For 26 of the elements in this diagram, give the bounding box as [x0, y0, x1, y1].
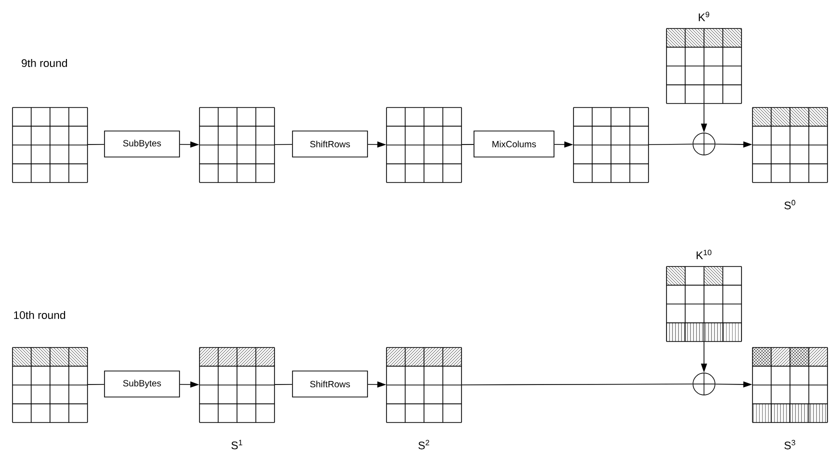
round-label: 10th round: [14, 310, 66, 320]
state-label: S$^{3}$: [784, 440, 796, 450]
process-box: ShiftRows: [292, 370, 368, 398]
state-grid: [573, 107, 649, 183]
state-grid: [199, 347, 275, 423]
state-grid: [752, 347, 828, 423]
state-grid: [199, 107, 275, 183]
key-label: K$^{9}$: [698, 12, 710, 22]
round-label: 9th round: [22, 58, 67, 68]
process-box: MixColums: [474, 130, 554, 158]
state-label: S$^{0}$: [784, 200, 796, 210]
process-box: SubBytes: [104, 370, 180, 398]
xor-symbol: [692, 132, 716, 156]
state-label: S$^{1}$: [231, 440, 242, 450]
process-box: ShiftRows: [292, 130, 368, 158]
state-grid: [12, 107, 88, 183]
state-grid: [386, 347, 462, 423]
xor-symbol: [692, 372, 716, 396]
state-grid: [12, 347, 88, 423]
process-box: SubBytes: [104, 130, 180, 158]
key-grid: [666, 266, 742, 342]
state-grid: [752, 107, 828, 183]
key-grid: [666, 28, 742, 104]
key-label: K$^{10}$: [696, 250, 712, 260]
state-label: S$^{2}$: [418, 440, 430, 450]
state-grid: [386, 107, 462, 183]
